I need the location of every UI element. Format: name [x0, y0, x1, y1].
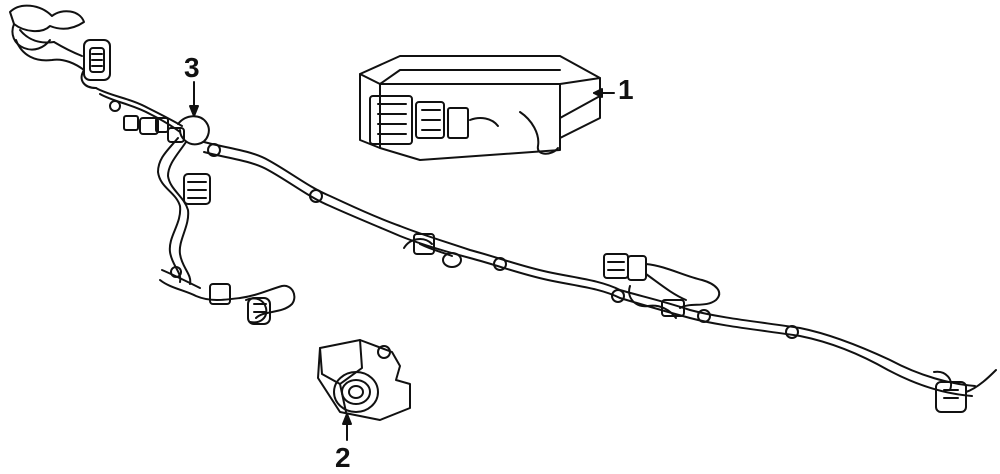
callout-2: 2: [335, 442, 351, 473]
leader-lines: [189, 81, 615, 441]
callout-1: 1: [618, 74, 634, 105]
wiring-harness: [9, 4, 997, 413]
callout-3: 3: [184, 52, 200, 83]
parking-sensor: [317, 339, 411, 421]
control-module: [359, 55, 601, 161]
